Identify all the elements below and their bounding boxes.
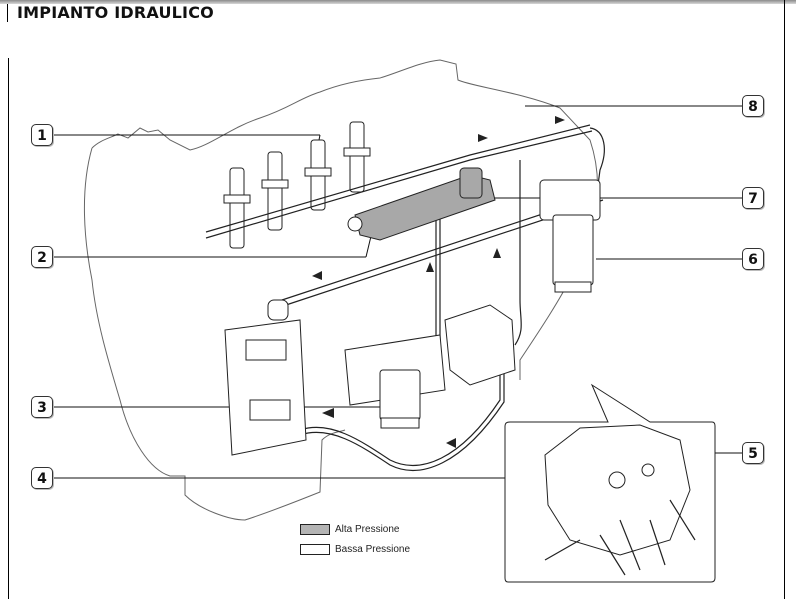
callout-7: 7: [742, 187, 764, 209]
legend-label-low-pressure: Bassa Pressione: [335, 544, 411, 555]
injector-1: [229, 167, 245, 249]
injectors: [223, 121, 371, 249]
legend-swatch-low-pressure: [300, 544, 330, 555]
fuel-filter-6: [539, 179, 601, 293]
leader-lines: [53, 105, 742, 479]
callout-4: 4: [31, 467, 53, 489]
callout-5: 5: [742, 442, 764, 464]
flow-arrows: [544, 499, 696, 576]
legend-item-high-pressure: Alta Pressione: [300, 524, 399, 535]
callout-6: 6: [742, 248, 764, 270]
frame-left-border: [8, 58, 9, 599]
injector-2: [267, 151, 283, 231]
detail-box: [504, 383, 716, 583]
pump-detail: [544, 424, 691, 556]
frame-right-border: [784, 0, 785, 599]
legend-item-low-pressure: Bassa Pressione: [300, 544, 410, 555]
page-title: IMPIANTO IDRAULICO: [17, 3, 214, 22]
callout-1: 1: [31, 124, 53, 146]
title-marker: [7, 4, 8, 22]
top-bar: [0, 0, 796, 4]
high-pressure-rail: [347, 167, 496, 241]
prefilter-3: [344, 334, 446, 429]
legend-swatch-high-pressure: [300, 524, 330, 535]
injector-4: [349, 121, 365, 193]
callout-3: 3: [31, 396, 53, 418]
engine-outline: [91, 59, 598, 380]
direction-arrows: [312, 116, 565, 448]
engine-outline-lower: [83, 147, 346, 521]
low-pressure-lines: [205, 124, 605, 471]
ecu: [224, 299, 307, 456]
callout-2: 2: [31, 246, 53, 268]
legend-label-high-pressure: Alta Pressione: [335, 524, 400, 535]
pump-small: [444, 304, 516, 386]
callout-8: 8: [742, 95, 764, 117]
